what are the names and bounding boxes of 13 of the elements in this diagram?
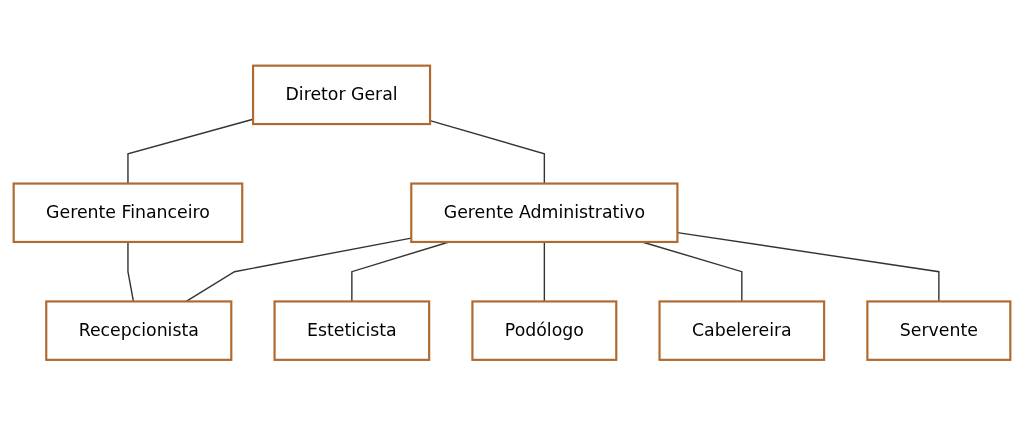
node-box: Gerente Administrativo — [410, 182, 679, 243]
connector — [429, 119, 546, 184]
connector — [543, 241, 546, 302]
node-box: Cabelereira — [658, 300, 826, 361]
connector — [127, 118, 254, 184]
node-box: Gerente Financeiro — [12, 182, 244, 243]
node-box: Podólogo — [471, 300, 618, 361]
node-box: Esteticista — [273, 300, 431, 361]
connector — [127, 241, 135, 302]
node-box: Recepcionista — [45, 300, 233, 361]
node-box: Servente — [866, 300, 1012, 361]
node-box: Diretor Geral — [252, 64, 432, 125]
connector — [185, 237, 412, 302]
